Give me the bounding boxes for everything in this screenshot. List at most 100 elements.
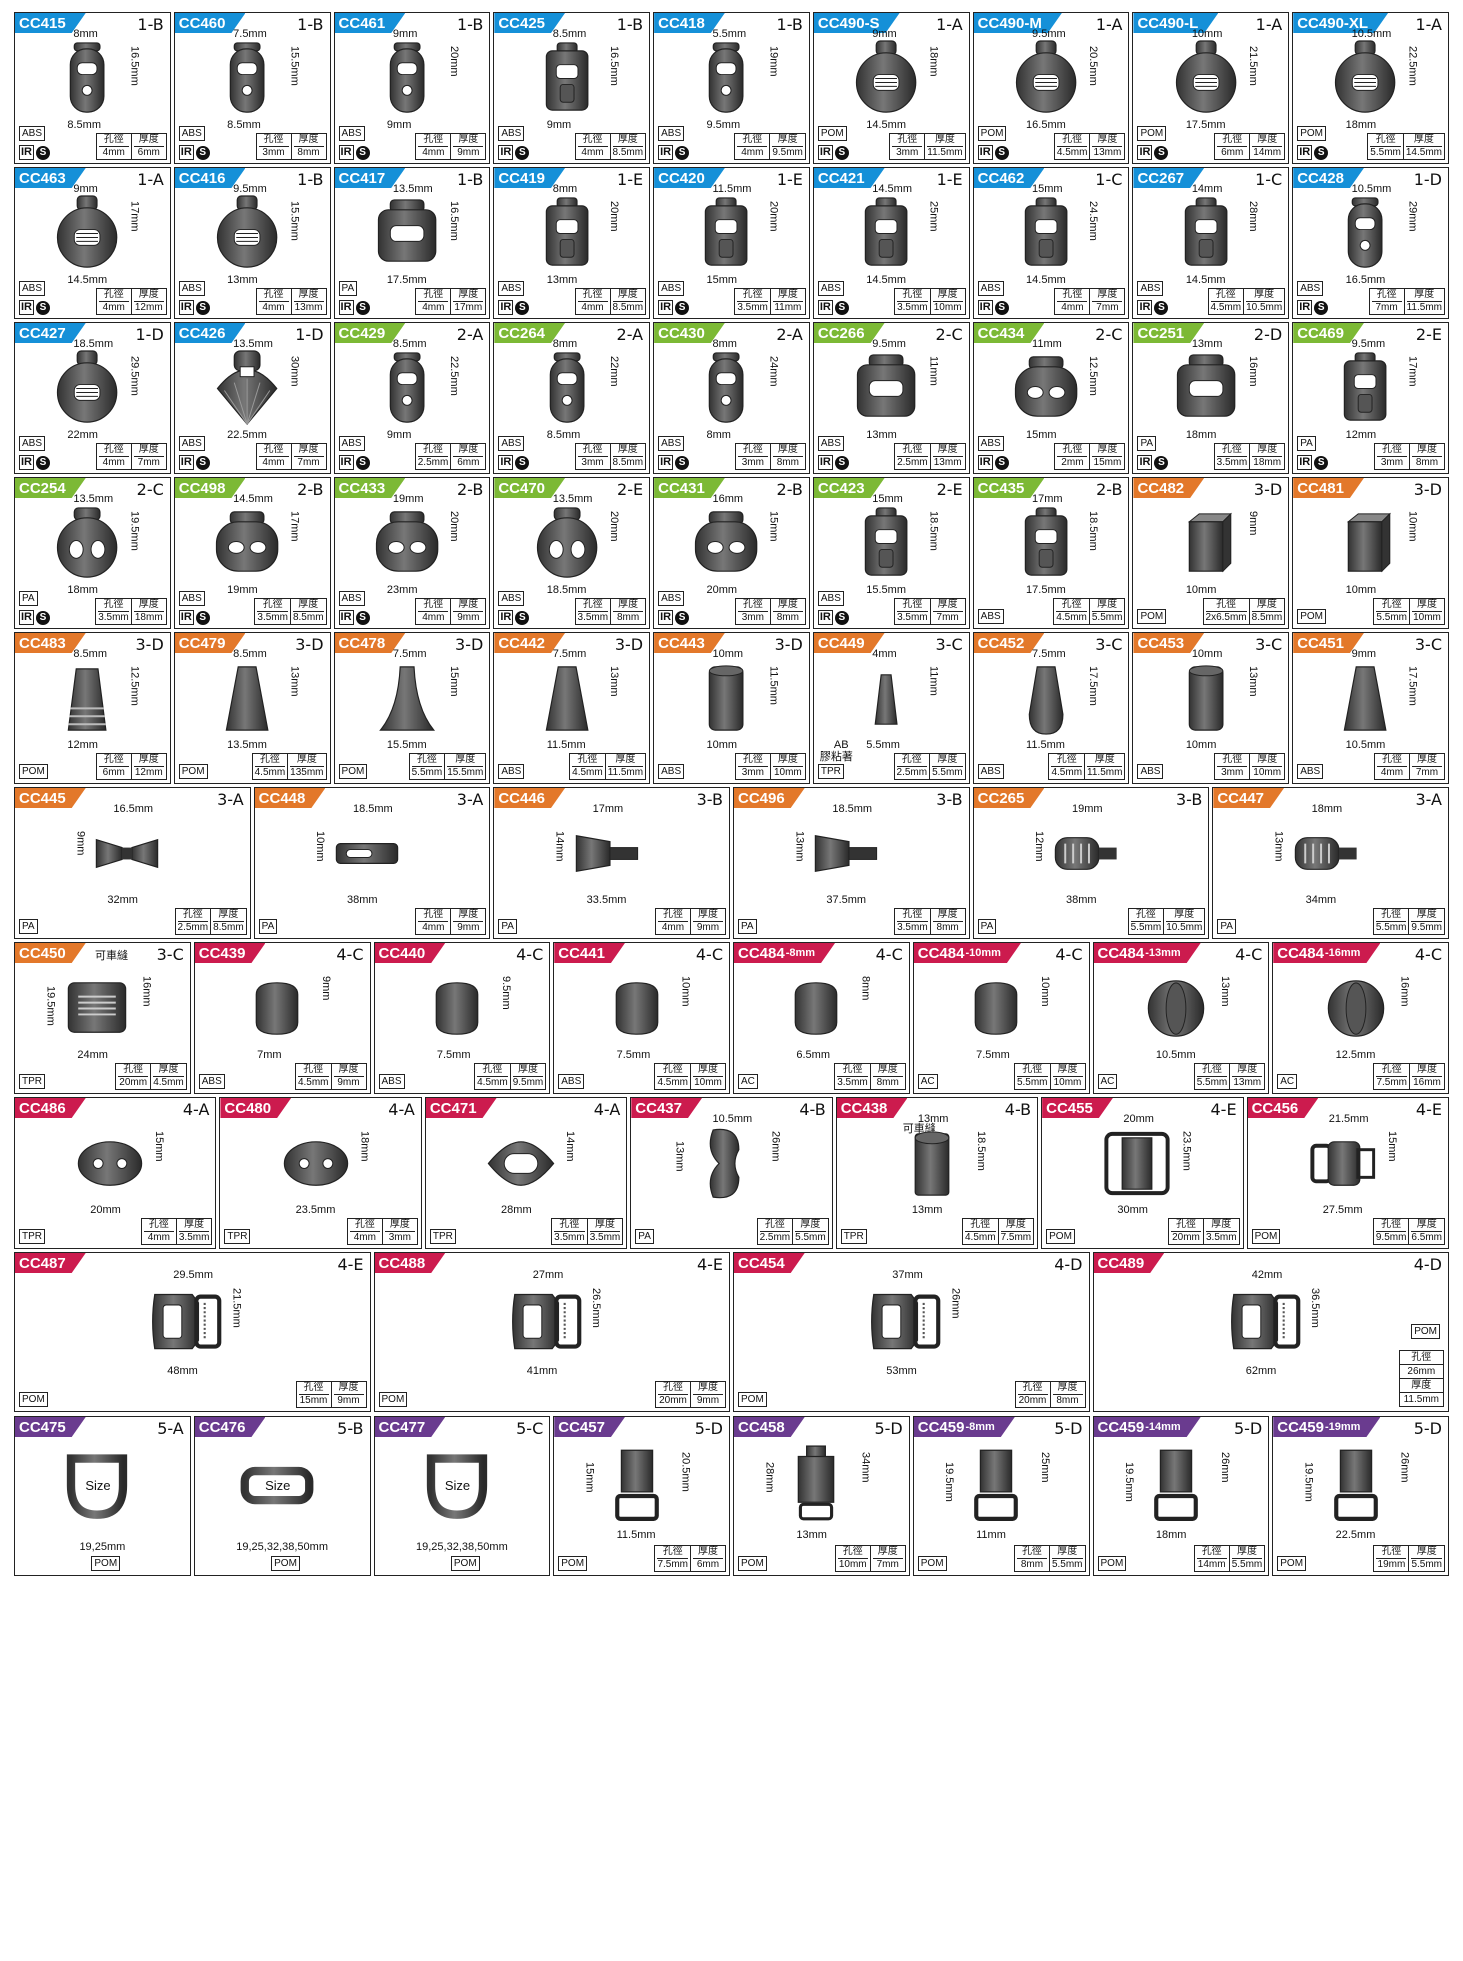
hole-value: 3.5mm xyxy=(897,612,928,623)
code-text: CC455 xyxy=(1046,1099,1093,1117)
thick-header: 厚度 xyxy=(612,134,644,147)
dim-height: 10mm xyxy=(1406,511,1419,542)
thick-value: 7mm xyxy=(137,457,160,468)
hole-value: 4mm xyxy=(581,302,604,313)
dim-top: 8mm xyxy=(73,28,98,41)
dim-top: 18.5mm xyxy=(352,803,393,816)
thick-value: 5.5mm xyxy=(1091,612,1123,623)
code-text: CC489 xyxy=(1097,1254,1145,1272)
code-text: CC431 xyxy=(658,479,705,497)
dim-height: 30mm xyxy=(288,356,301,387)
product-code: CC437 xyxy=(631,1098,702,1118)
hole-value: 2.5mm xyxy=(759,1232,791,1243)
dim-height: 11.5mm xyxy=(767,666,780,706)
